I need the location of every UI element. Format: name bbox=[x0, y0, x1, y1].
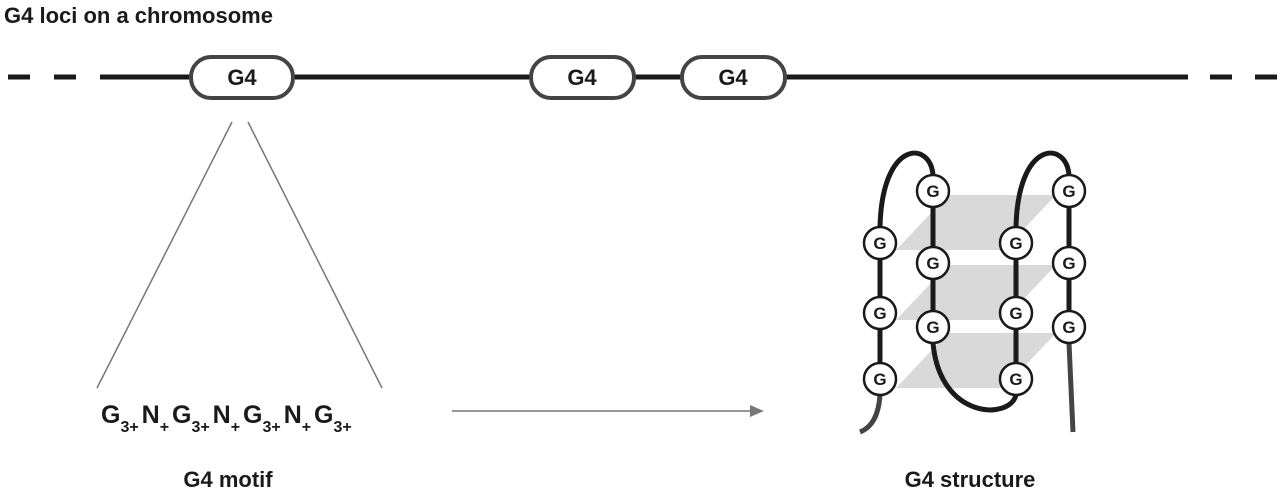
strand-5-prime bbox=[858, 394, 883, 435]
svg-text:G4: G4 bbox=[567, 65, 597, 90]
guanine-label: G bbox=[1062, 254, 1075, 273]
g4-structure: G G G G G G G G G G G G bbox=[858, 150, 1087, 435]
guanine-node: G bbox=[915, 309, 951, 345]
fold-arrow bbox=[452, 405, 764, 417]
guanine-node: G bbox=[998, 295, 1034, 331]
g4-motif-sequence: G3+ N+ G3+ N+ G3+ N+ G3+ bbox=[101, 401, 352, 438]
guanine-label: G bbox=[1062, 318, 1075, 337]
guanine-label: G bbox=[873, 234, 886, 253]
guanine-node: G bbox=[862, 225, 898, 261]
guanine-label: G bbox=[926, 318, 939, 337]
guanine-node: G bbox=[1051, 245, 1087, 281]
guanine-node: G bbox=[998, 225, 1034, 261]
guanine-node: G bbox=[862, 295, 898, 331]
guanine-node: G bbox=[1051, 309, 1087, 345]
guanine-label: G bbox=[1009, 234, 1022, 253]
svg-text:G4: G4 bbox=[227, 65, 257, 90]
g4-locus: G4 bbox=[189, 55, 295, 100]
strand-3-prime bbox=[1066, 342, 1076, 433]
zoom-line-right bbox=[247, 121, 383, 389]
guanine-label: G bbox=[926, 254, 939, 273]
guanine-label: G bbox=[926, 182, 939, 201]
guanine-node: G bbox=[998, 361, 1034, 397]
guanine-label: G bbox=[873, 304, 886, 323]
svg-text:G4: G4 bbox=[718, 65, 748, 90]
guanine-node: G bbox=[915, 173, 951, 209]
title: G4 loci on a chromosome bbox=[4, 3, 273, 28]
guanine-node: G bbox=[862, 361, 898, 397]
zoom-line-left bbox=[96, 121, 233, 389]
guanine-label: G bbox=[1009, 304, 1022, 323]
strand-backbone bbox=[877, 150, 1072, 413]
guanine-label: G bbox=[1062, 182, 1075, 201]
g-quartet-planes bbox=[896, 195, 1056, 388]
guanine-node: G bbox=[1051, 173, 1087, 209]
g4-motif-label: G4 motif bbox=[183, 467, 273, 491]
guanine-label: G bbox=[1009, 370, 1022, 389]
guanine-label: G bbox=[873, 370, 886, 389]
g4-structure-label: G4 structure bbox=[905, 467, 1036, 491]
g4-locus: G4 bbox=[529, 55, 636, 100]
guanine-node: G bbox=[915, 245, 951, 281]
g4-locus: G4 bbox=[680, 55, 787, 100]
